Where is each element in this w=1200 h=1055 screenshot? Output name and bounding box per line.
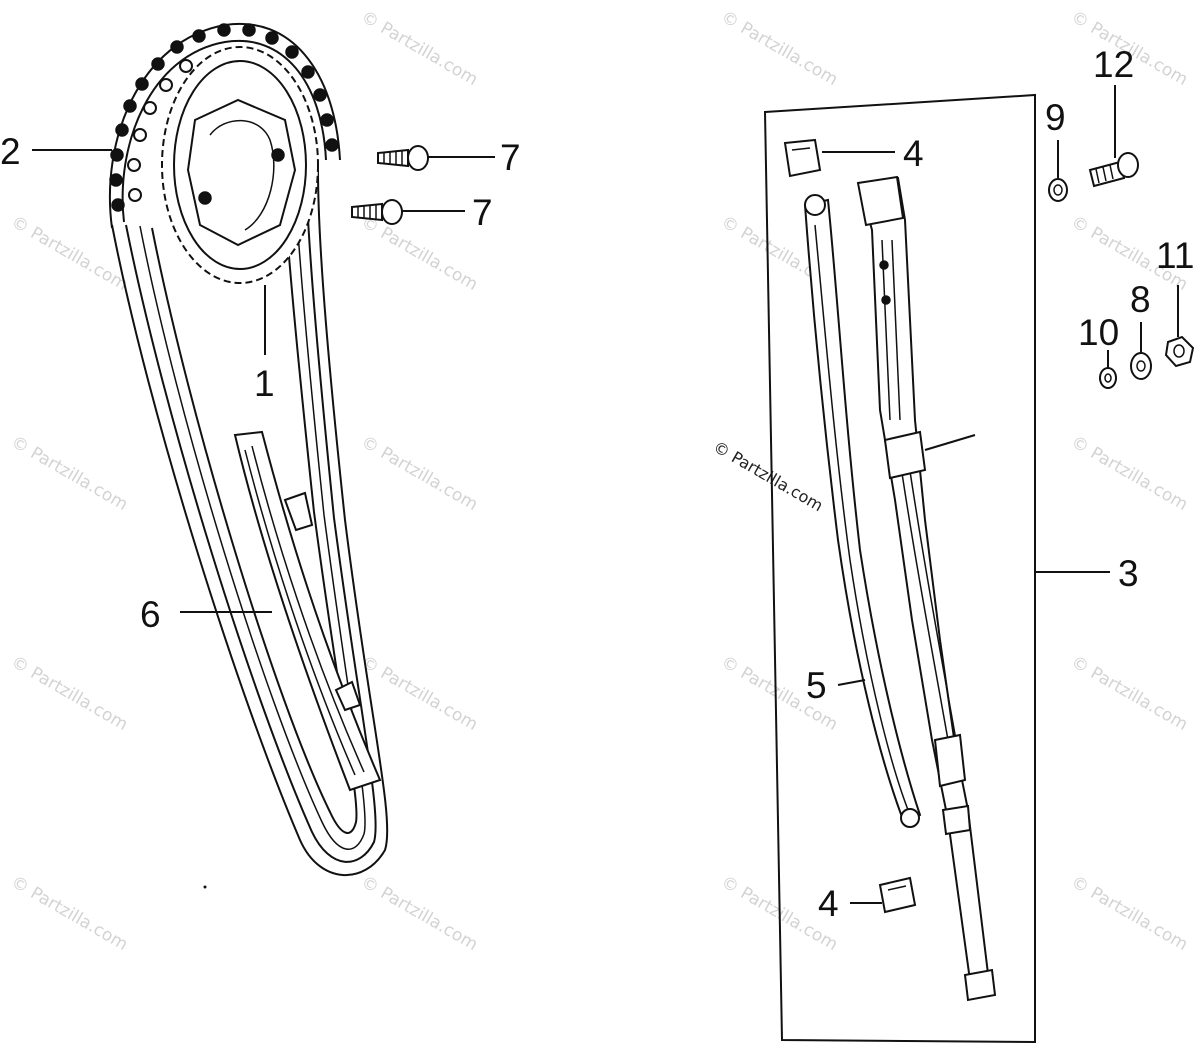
cam-chain (108, 22, 389, 876)
sprocket-bolt-hole-lower (198, 191, 212, 205)
callout-9: 9 (1045, 97, 1066, 138)
callout-3: 3 (1118, 553, 1139, 594)
sprocket-bolt-upper (377, 145, 429, 171)
callouts: 2 7 7 1 6 4 3 5 4 9 12 11 8 10 (0, 44, 1194, 924)
watermark: © Partzilla.com (1068, 432, 1192, 515)
watermark: © Partzilla.com (8, 652, 132, 735)
callout-4a: 4 (903, 133, 924, 174)
chain-links (109, 23, 339, 212)
callout-7b: 7 (472, 192, 493, 233)
callout-2: 2 (0, 131, 21, 172)
washer-10 (1099, 367, 1117, 389)
watermark: © Partzilla.com (1068, 652, 1192, 735)
cam-chain-guide (233, 430, 382, 792)
tensioner-arm (856, 175, 997, 1002)
kit-frame (763, 93, 1036, 1044)
callout-5: 5 (806, 665, 827, 706)
tensioner-slipper (803, 194, 922, 828)
sprocket-bolt-lower (351, 199, 403, 225)
watermark: © Partzilla.com (1068, 872, 1192, 955)
watermark: © Partzilla.com (718, 7, 842, 90)
slipper-clip-lower (878, 876, 917, 914)
leader-line-5 (837, 679, 866, 686)
watermark: © Partzilla.com (358, 212, 482, 295)
sprocket-bolt-hole-upper (271, 148, 285, 162)
slipper-clip-upper (783, 138, 822, 178)
bolt-12 (1088, 152, 1139, 188)
callout-10: 10 (1078, 312, 1119, 353)
watermark: © Partzilla.com (358, 7, 482, 90)
callout-4b: 4 (818, 883, 839, 924)
callout-7a: 7 (500, 137, 521, 178)
callout-8: 8 (1130, 279, 1151, 320)
watermark: © Partzilla.com (8, 872, 132, 955)
watermark-dark: © Partzilla.com (710, 437, 826, 515)
cam-sprocket (161, 46, 319, 284)
callout-6: 6 (140, 594, 161, 635)
watermark: © Partzilla.com (358, 652, 482, 735)
callout-1: 1 (254, 363, 275, 404)
callout-11: 11 (1156, 235, 1194, 276)
watermark: © Partzilla.com (8, 432, 132, 515)
watermark: © Partzilla.com (8, 212, 132, 295)
washer-8 (1130, 352, 1152, 380)
watermark: © Partzilla.com (358, 432, 482, 515)
washer-9 (1048, 178, 1068, 202)
callout-12: 12 (1093, 44, 1134, 85)
nut-11 (1164, 335, 1195, 368)
print-dot (203, 885, 207, 889)
watermark: © Partzilla.com (358, 872, 482, 955)
